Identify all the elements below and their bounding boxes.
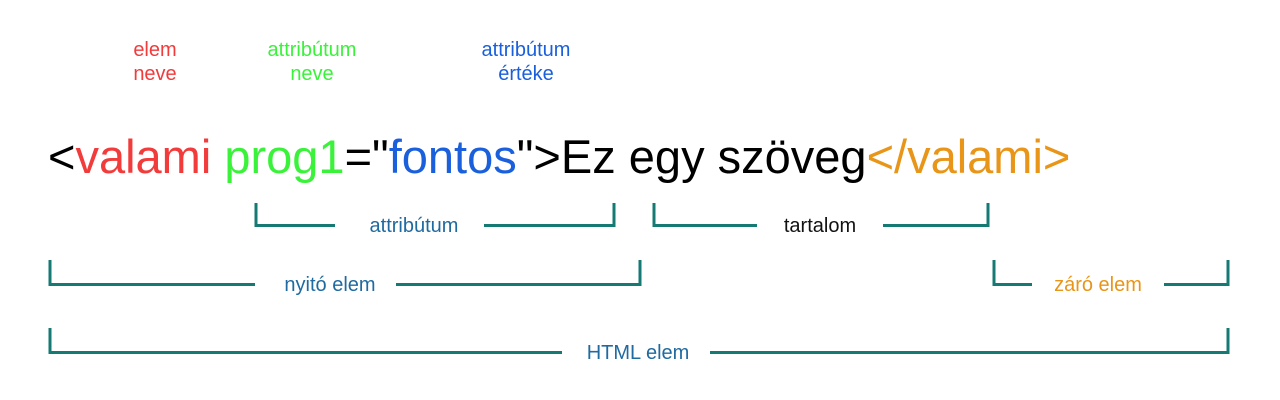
code-space [211, 130, 224, 183]
code-open-bracket: < [48, 130, 75, 183]
code-element-name: valami [75, 130, 211, 183]
code-closing-tag: </valami> [867, 130, 1071, 183]
bracket-opening-label: nyitó elem [284, 274, 375, 296]
bracket-html-element-label: HTML elem [587, 342, 690, 364]
label-attribute-name: attribútum neve [268, 39, 357, 85]
code-equals-quote: =" [345, 130, 389, 183]
label-attribute-value-line2: értéke [498, 63, 554, 85]
label-attribute-name-line1: attribútum [268, 39, 357, 61]
code-attribute-value: fontos [389, 130, 517, 183]
bracket-html-element: HTML elem [48, 328, 1230, 364]
code-attribute-name: prog1 [224, 130, 344, 183]
label-attribute-value: attribútum értéke [482, 39, 571, 85]
bracket-closing-label: záró elem [1054, 274, 1142, 296]
bracket-attribute-label: attribútum [370, 215, 459, 237]
bracket-content: tartalom [652, 203, 990, 237]
label-element-name: elem neve [133, 39, 176, 85]
label-attribute-name-line2: neve [290, 63, 333, 85]
code-line: <valami prog1="fontos">Ez egy szöveg</va… [48, 130, 1070, 183]
bracket-closing: záró elem [992, 260, 1230, 296]
bracket-opening: nyitó elem [48, 260, 642, 296]
label-element-name-line2: neve [133, 63, 176, 85]
label-element-name-line1: elem [133, 39, 176, 61]
bracket-attribute: attribútum [254, 203, 616, 237]
label-attribute-value-line1: attribútum [482, 39, 571, 61]
code-quote-close: "> [517, 130, 561, 183]
code-content: Ez egy szöveg [561, 130, 867, 183]
bracket-content-label: tartalom [784, 215, 856, 237]
